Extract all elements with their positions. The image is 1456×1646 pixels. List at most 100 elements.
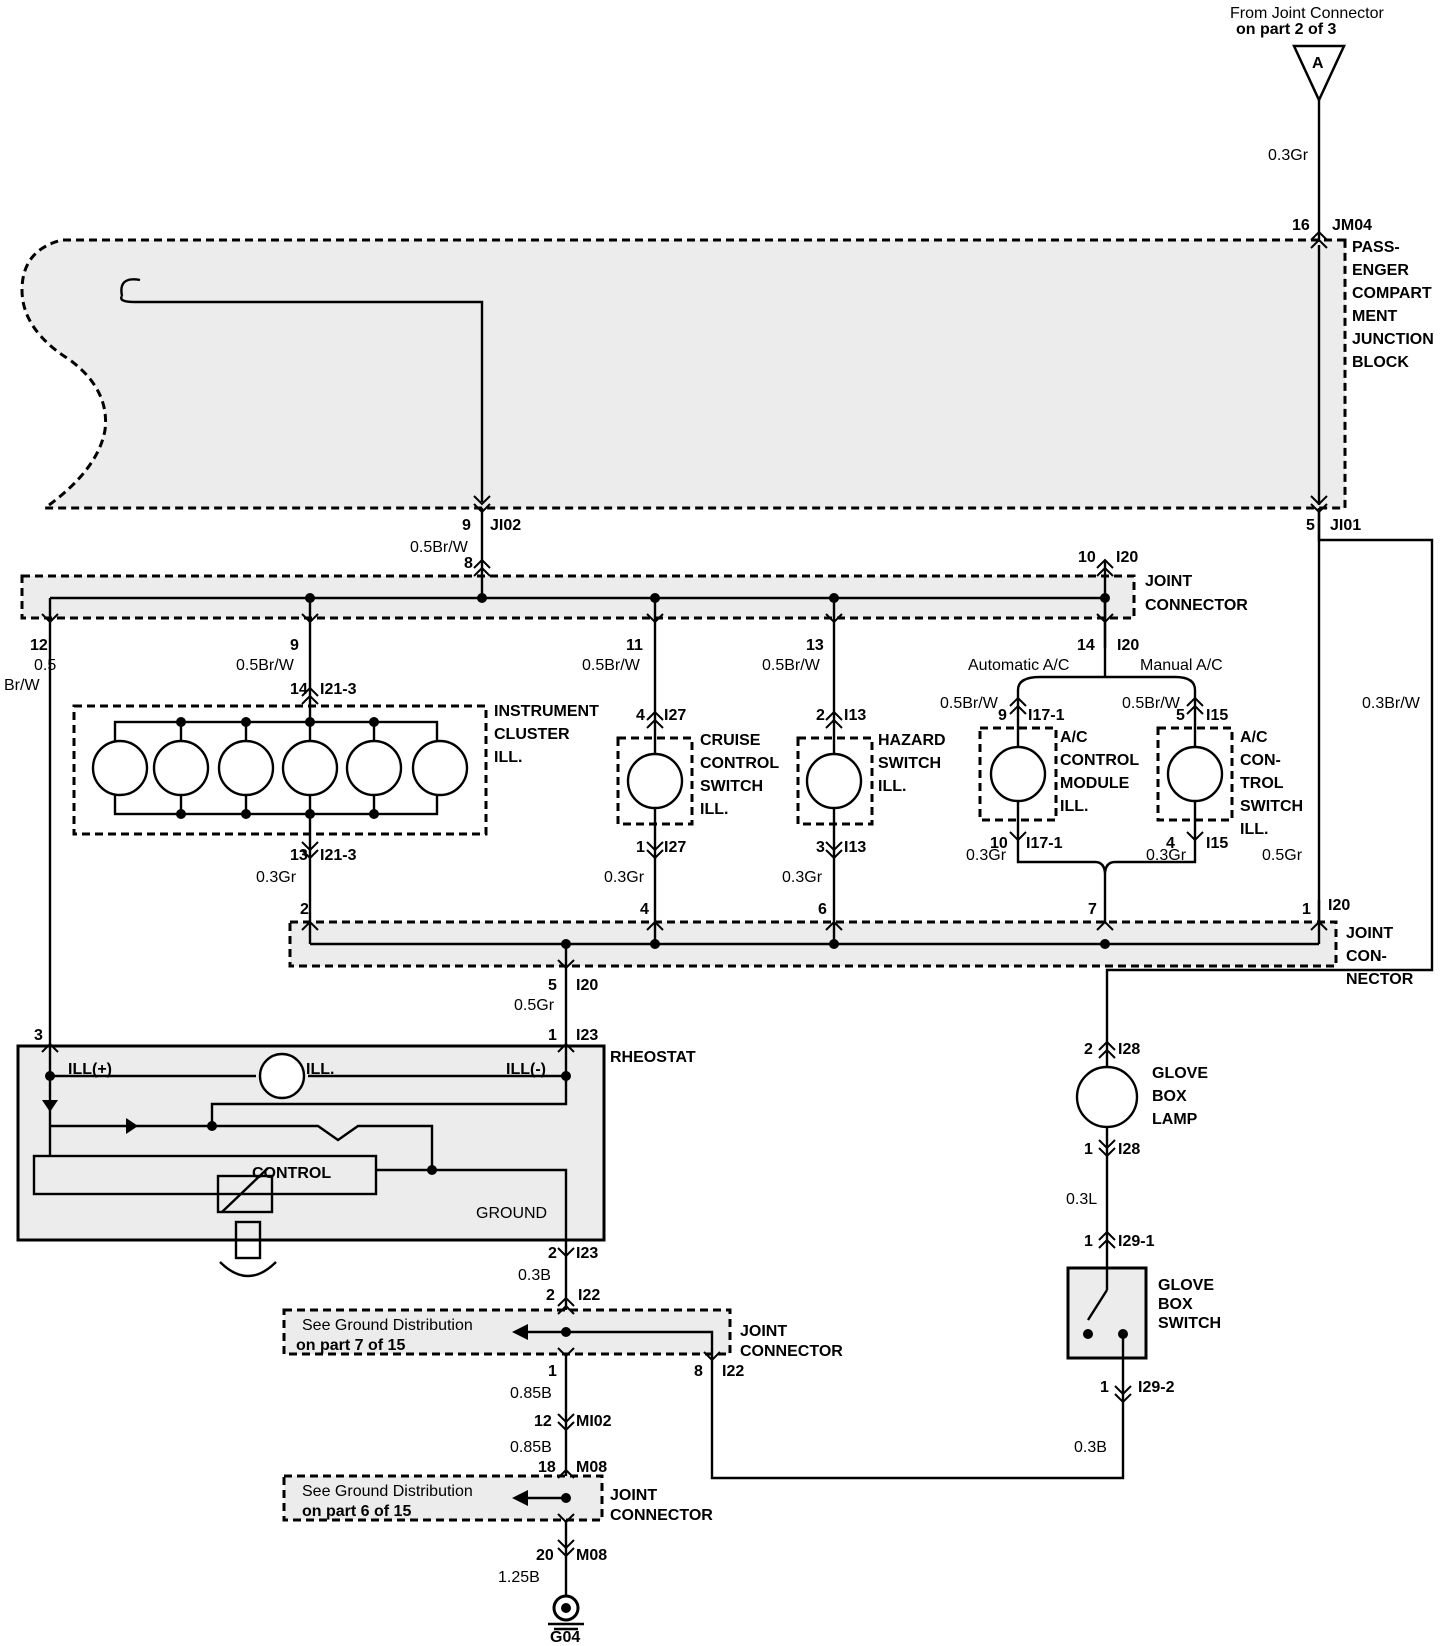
wire-label: JM04 — [1332, 217, 1372, 234]
wire-label: 0.5Gr — [514, 997, 555, 1014]
wire-label: 1 — [1084, 1141, 1093, 1158]
svg-text:GLOVE: GLOVE — [1158, 1277, 1214, 1294]
wire-label: 13 — [290, 847, 308, 864]
ground-ref-2-line2: on part 6 of 15 — [302, 1503, 411, 1520]
wire-label: I17-1 — [1028, 707, 1065, 724]
svg-text:JOINT: JOINT — [1145, 573, 1192, 590]
svg-text:ILL(-): ILL(-) — [506, 1061, 546, 1078]
ac-control-switch-label: A/C CON- TROL SWITCH ILL. — [1240, 729, 1303, 838]
wire-label: I20 — [1328, 897, 1350, 914]
wire-label: 14 — [1077, 637, 1095, 654]
wire-label: I28 — [1118, 1141, 1140, 1158]
instrument-cluster-ill — [72, 704, 488, 836]
ac-control-module-ill — [978, 726, 1058, 822]
wire-label: I23 — [576, 1245, 598, 1262]
wire-label: 14 — [290, 681, 308, 698]
wire-label: 1 — [548, 1027, 557, 1044]
wire-label: 0.5Br/W — [762, 657, 821, 674]
wire-label: 1 — [1100, 1379, 1109, 1396]
svg-text:LAMP: LAMP — [1152, 1111, 1198, 1128]
wire-label: 1 — [548, 1363, 557, 1380]
svg-text:SWITCH: SWITCH — [700, 778, 763, 795]
wire-ac-split — [1016, 675, 1197, 715]
instrument-cluster-label: INSTRUMENT CLUSTER ILL. — [494, 703, 599, 766]
wire-label: 0.3Gr — [256, 869, 297, 886]
wire-label: I29-1 — [1118, 1233, 1155, 1250]
svg-text:CONNECTOR: CONNECTOR — [1145, 597, 1248, 614]
svg-text:ILL.: ILL. — [306, 1061, 334, 1078]
wire-label: 2 — [546, 1287, 555, 1304]
wire-label: 0.3L — [1066, 1191, 1097, 1208]
svg-text:GROUND: GROUND — [476, 1205, 547, 1222]
wire-label: 9 — [998, 707, 1007, 724]
wire-label: 9 — [290, 637, 299, 654]
junction-internal-wire — [120, 278, 484, 502]
wire-label: I21-3 — [320, 847, 357, 864]
wire-label: 0.5Br/W — [582, 657, 641, 674]
svg-text:COMPART: COMPART — [1352, 285, 1432, 302]
wire-label: 12 — [534, 1413, 552, 1430]
wire-label: 0.5Br/W — [236, 657, 295, 674]
rheostat-labels: RHEOSTAT ILL(+) ILL. ILL(-) CONTROL GROU… — [68, 1049, 696, 1222]
svg-text:SWITCH: SWITCH — [1240, 798, 1303, 815]
wire-label: I20 — [1116, 549, 1138, 566]
from-connector-line1: From Joint Connector — [1230, 5, 1385, 22]
wire-label: 4 — [640, 901, 649, 918]
svg-text:HAZARD: HAZARD — [878, 732, 946, 749]
ground-ref-2-line1: See Ground Distribution — [302, 1483, 473, 1500]
wire-label: I27 — [664, 707, 686, 724]
wire-label: 16 — [1292, 217, 1310, 234]
glove-box-lamp — [1075, 1065, 1139, 1129]
svg-text:JOINT: JOINT — [610, 1487, 657, 1504]
wire-label: 0.3Gr — [604, 869, 645, 886]
svg-text:BOX: BOX — [1158, 1296, 1193, 1313]
svg-text:ILL(+): ILL(+) — [68, 1061, 112, 1078]
svg-text:ILL.: ILL. — [700, 801, 728, 818]
svg-text:NECTOR: NECTOR — [1346, 971, 1414, 988]
glove-box-switch-label: GLOVE BOX SWITCH — [1158, 1277, 1221, 1332]
svg-text:A/C: A/C — [1240, 729, 1268, 746]
wire-ac-merge — [1016, 840, 1197, 935]
wire-label: 2 — [300, 901, 309, 918]
wire-label: 13 — [806, 637, 824, 654]
joint-connector-m08-label: JOINT CONNECTOR — [610, 1487, 713, 1524]
wire-label: 0.3Gr — [782, 869, 823, 886]
svg-text:A/C: A/C — [1060, 729, 1088, 746]
glove-box-lamp-label: GLOVE BOX LAMP — [1152, 1065, 1208, 1128]
wire-label: 11 — [626, 637, 643, 654]
wire-label: 12 — [30, 637, 48, 654]
wire-label: 0.5Br/W — [1122, 695, 1181, 712]
connector-marks — [41, 230, 1328, 1558]
svg-text:CONTROL: CONTROL — [700, 755, 779, 772]
wire-label: M08 — [576, 1459, 607, 1476]
from-connector-line2: on part 2 of 3 — [1236, 21, 1337, 38]
rheostat — [16, 1044, 606, 1242]
wire-label: 0.85B — [510, 1385, 552, 1402]
wire-label: I13 — [844, 707, 866, 724]
wire-label: 5 — [1176, 707, 1185, 724]
svg-text:ILL.: ILL. — [878, 778, 906, 795]
svg-text:CON-: CON- — [1346, 948, 1387, 965]
wire-label: 2 — [548, 1245, 557, 1262]
ac-control-module-label: A/C CONTROL MODULE ILL. — [1060, 729, 1139, 815]
wire-label: I22 — [722, 1363, 744, 1380]
wire-label: 10 — [990, 835, 1008, 852]
svg-text:TROL: TROL — [1240, 775, 1284, 792]
svg-text:JOINT: JOINT — [1346, 925, 1393, 942]
wire-label: 20 — [536, 1547, 554, 1564]
automatic-ac-label: Automatic A/C — [968, 657, 1069, 674]
wire-label: 0.5 — [34, 657, 56, 674]
svg-text:JOINT: JOINT — [740, 1323, 787, 1340]
svg-text:CONNECTOR: CONNECTOR — [740, 1343, 843, 1360]
svg-text:JUNCTION: JUNCTION — [1352, 331, 1434, 348]
wire-label: 8 — [464, 555, 473, 572]
wire-label: I15 — [1206, 835, 1228, 852]
wire-label: 3 — [34, 1027, 43, 1044]
wire-label: I20 — [1117, 637, 1139, 654]
manual-ac-label: Manual A/C — [1140, 657, 1223, 674]
wire-label: M08 — [576, 1547, 607, 1564]
wire-label: 8 — [694, 1363, 703, 1380]
svg-text:CLUSTER: CLUSTER — [494, 726, 570, 743]
svg-text:CONTROL: CONTROL — [1060, 752, 1139, 769]
